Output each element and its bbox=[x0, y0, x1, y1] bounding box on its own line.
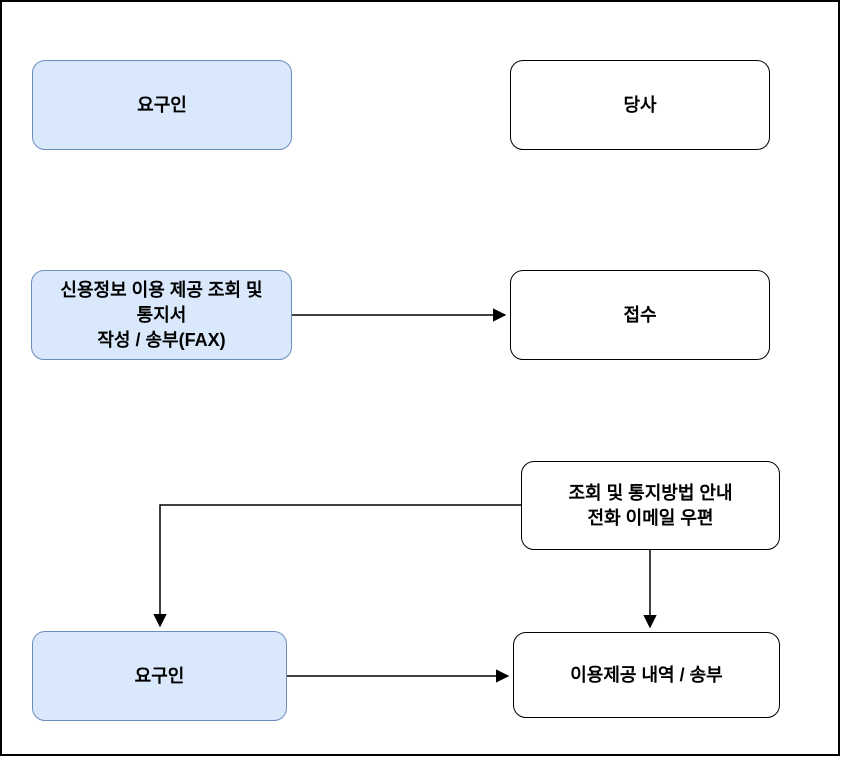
node-request-form-line3: 작성 / 송부(FAX) bbox=[97, 329, 226, 350]
node-usage-history-label: 이용제공 내역 / 송부 bbox=[570, 664, 723, 685]
node-request-form: 신용정보 이용 제공 조회 및 통지서 작성 / 송부(FAX) bbox=[31, 270, 292, 360]
node-notice-method-line2: 전화 이메일 우편 bbox=[587, 507, 714, 528]
node-request-form-line1: 신용정보 이용 제공 조회 및 bbox=[60, 279, 263, 300]
node-request-form-line2: 통지서 bbox=[136, 304, 187, 325]
node-company: 당사 bbox=[510, 60, 770, 150]
node-requester-top: 요구인 bbox=[32, 60, 292, 150]
node-requester-bottom: 요구인 bbox=[32, 631, 287, 721]
node-receive: 접수 bbox=[510, 270, 770, 360]
node-requester-bottom-label: 요구인 bbox=[134, 665, 185, 686]
node-notice-method: 조회 및 통지방법 안내 전화 이메일 우편 bbox=[521, 461, 780, 550]
node-company-label: 당사 bbox=[623, 94, 657, 115]
node-receive-label: 접수 bbox=[623, 304, 657, 325]
node-usage-history: 이용제공 내역 / 송부 bbox=[513, 632, 780, 718]
node-requester-top-label: 요구인 bbox=[137, 94, 187, 115]
node-notice-method-line1: 조회 및 통지방법 안내 bbox=[568, 482, 733, 503]
